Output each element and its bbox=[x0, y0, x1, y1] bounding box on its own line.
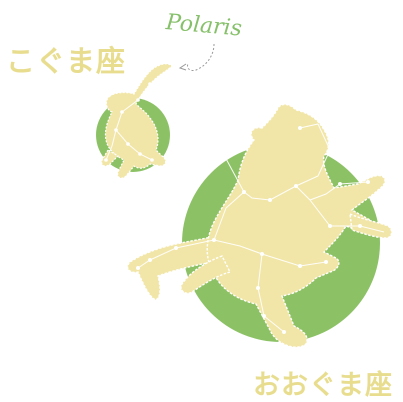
polaris-star bbox=[175, 67, 181, 73]
ursa-major-label: おおぐま座 bbox=[253, 370, 393, 401]
star bbox=[268, 198, 272, 202]
little-bear-figure bbox=[101, 63, 173, 179]
star bbox=[328, 224, 332, 228]
star bbox=[120, 110, 124, 114]
star bbox=[212, 238, 216, 242]
star bbox=[148, 82, 152, 86]
star bbox=[324, 260, 328, 264]
star bbox=[260, 252, 264, 256]
star bbox=[338, 182, 342, 186]
star bbox=[256, 286, 260, 290]
polaris-pointer-arrow bbox=[187, 43, 215, 71]
star bbox=[174, 246, 178, 250]
big-bear-figure bbox=[126, 103, 393, 348]
star bbox=[148, 258, 152, 262]
arrow-head-icon bbox=[178, 63, 187, 71]
star bbox=[298, 126, 302, 130]
star bbox=[262, 314, 266, 318]
star bbox=[150, 158, 154, 162]
constellation-stars bbox=[104, 67, 370, 334]
star bbox=[298, 264, 302, 268]
star bbox=[294, 184, 298, 188]
star bbox=[138, 152, 142, 156]
star bbox=[136, 98, 140, 102]
star bbox=[358, 224, 362, 228]
star bbox=[366, 180, 370, 184]
star bbox=[242, 190, 246, 194]
ursa-minor-label: こぐま座 bbox=[6, 44, 127, 78]
star bbox=[114, 128, 118, 132]
star bbox=[328, 148, 332, 152]
star bbox=[126, 142, 130, 146]
star bbox=[282, 330, 286, 334]
star bbox=[104, 158, 108, 162]
star bbox=[136, 266, 140, 270]
